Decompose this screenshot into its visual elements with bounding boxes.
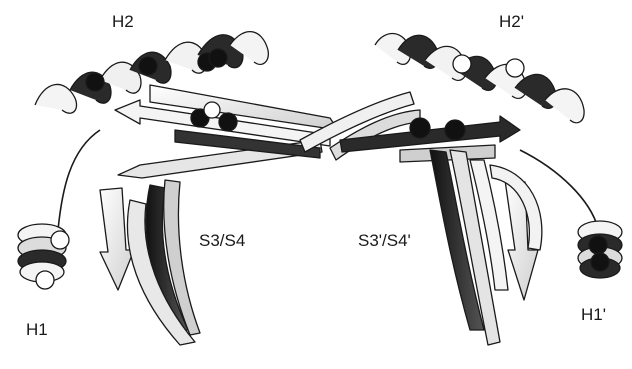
label-h1: H1 xyxy=(26,320,48,340)
right-helix-h2p xyxy=(375,34,584,123)
left-marker-filled xyxy=(209,49,227,67)
label-s3-s4-prime: S3'/S4' xyxy=(358,231,411,251)
left-marker-open xyxy=(204,102,220,118)
left-marker-filled xyxy=(139,57,157,75)
right-monomer xyxy=(300,34,622,345)
right-marker-filled xyxy=(589,236,607,254)
right-marker-filled xyxy=(591,253,609,271)
label-h1-prime: H1' xyxy=(581,305,606,325)
left-marker-filled xyxy=(86,73,104,91)
label-s3-s4: S3/S4 xyxy=(199,231,245,251)
left-marker-open xyxy=(36,271,54,289)
right-marker-filled xyxy=(410,118,430,138)
left-monomer xyxy=(18,32,338,345)
label-h2: H2 xyxy=(112,12,134,32)
right-marker-open xyxy=(453,55,471,73)
right-marker-open xyxy=(506,59,524,77)
right-marker-filled xyxy=(445,120,465,140)
left-marker-open xyxy=(51,231,69,249)
label-h2-prime: H2' xyxy=(499,12,524,32)
left-loop-h1 xyxy=(58,130,100,230)
left-marker-filled xyxy=(219,113,237,131)
